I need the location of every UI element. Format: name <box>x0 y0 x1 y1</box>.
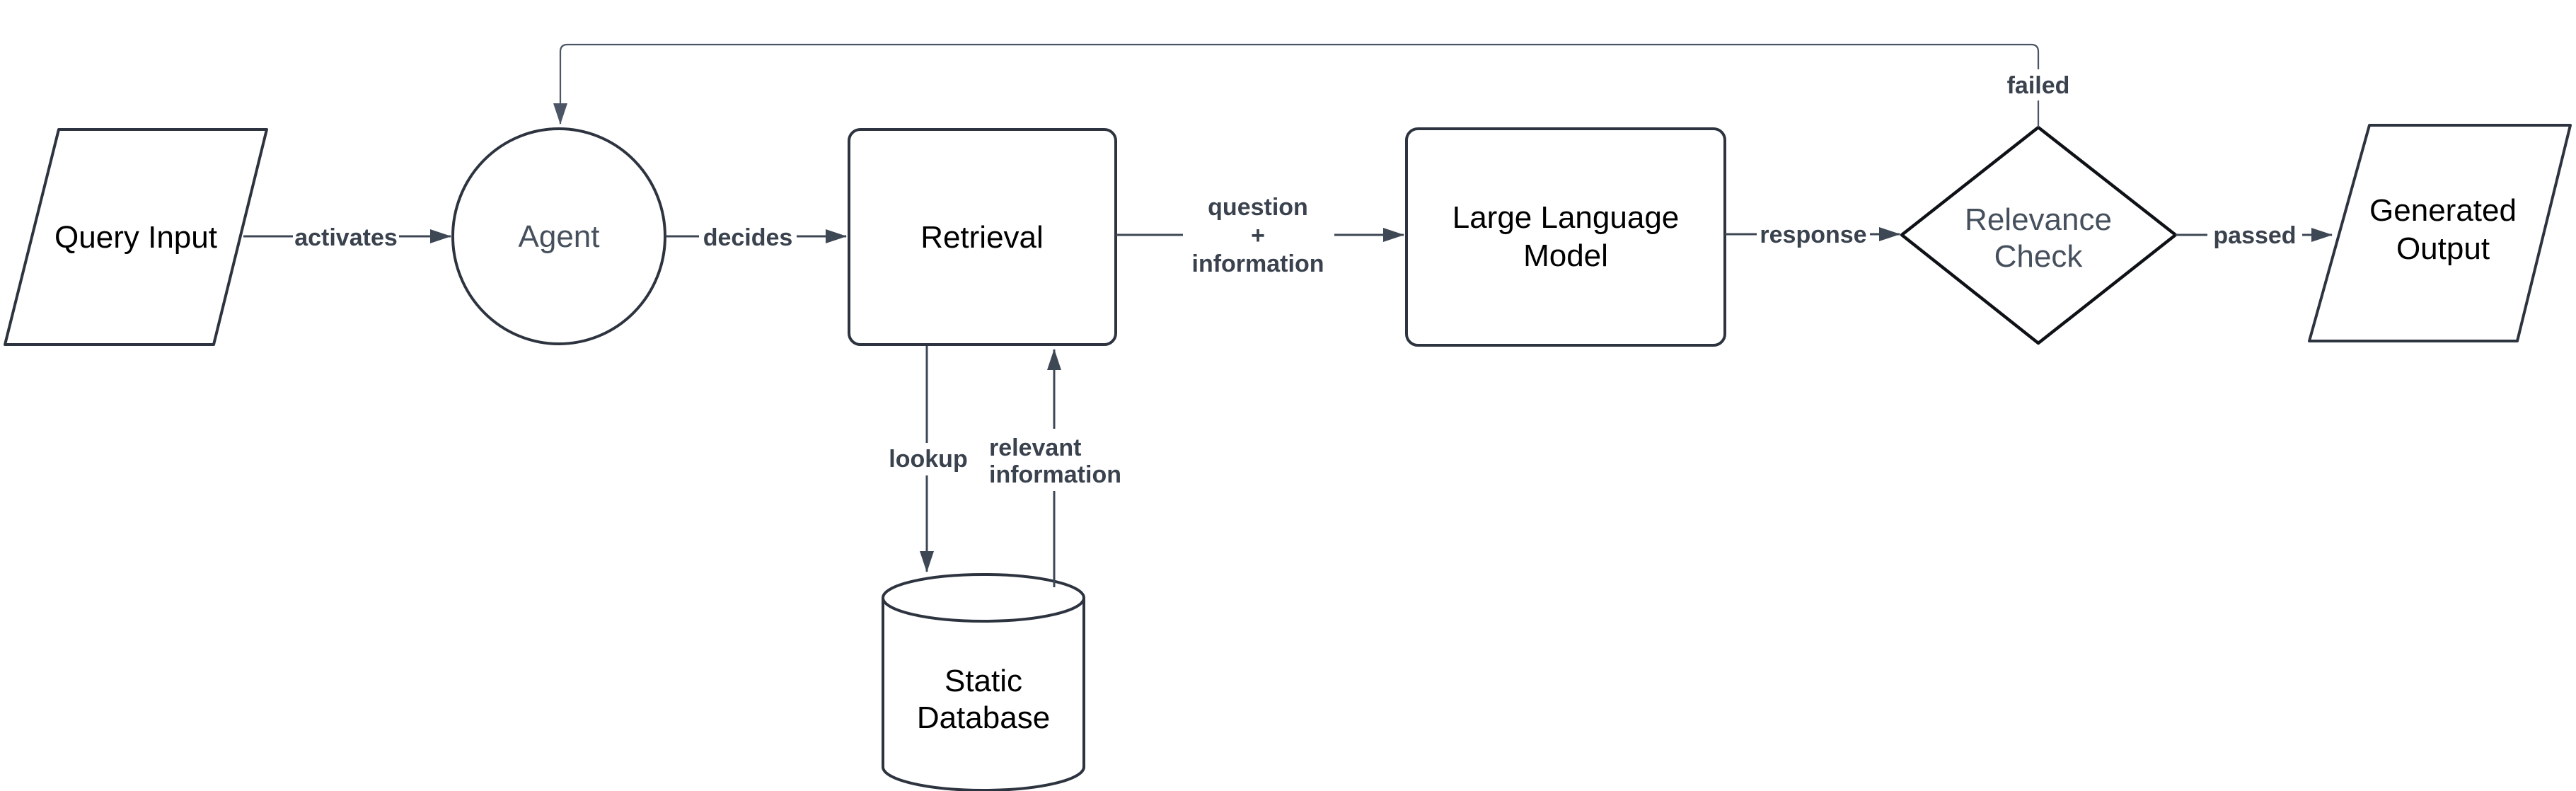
node-agent <box>451 127 666 345</box>
activates-label: activates <box>294 224 398 251</box>
passed-label: passed <box>2213 222 2296 249</box>
node-large-language-model <box>1405 127 1726 347</box>
database-cylinder-body <box>882 598 1085 791</box>
generated-output-label-line1: Generated <box>2369 193 2517 228</box>
relevant-information-label-line2: information <box>989 461 1121 488</box>
static-database-label-line1: Static <box>945 664 1022 698</box>
response-label: response <box>1760 221 1866 248</box>
static-database-label-line2: Database <box>917 700 1050 735</box>
database-cylinder-top <box>882 573 1085 623</box>
agent-label: Agent <box>519 219 600 254</box>
decides-label-bg <box>699 221 797 253</box>
failed-label-bg <box>2001 69 2076 100</box>
llm-label-line2: Model <box>1523 238 1608 273</box>
query-input-label: Query Input <box>54 220 217 255</box>
question-information-label-line2: + <box>1251 222 1265 249</box>
node-static-database <box>882 573 1085 791</box>
relevant-information-label-line1: relevant <box>989 434 1081 461</box>
lookup-label-bg <box>883 443 974 475</box>
question-information-label-line1: question <box>1208 194 1308 221</box>
query-input-parallelogram <box>4 128 268 346</box>
retrieval-label: Retrieval <box>920 220 1044 255</box>
response-label-bg <box>1757 219 1870 250</box>
failed-label: failed <box>2007 72 2070 99</box>
llm-label-line1: Large Language <box>1452 200 1680 235</box>
relevance-check-label-line1: Relevance <box>1965 202 2112 237</box>
passed-label-bg <box>2207 219 2302 250</box>
relevance-check-diamond <box>1900 125 2178 345</box>
generated-output-parallelogram <box>2308 124 2572 342</box>
question-information-label-bg <box>1183 191 1334 280</box>
node-query-input <box>4 128 268 346</box>
node-generated-output <box>2308 124 2572 342</box>
generated-output-label-line2: Output <box>2396 231 2490 266</box>
decides-label: decides <box>703 224 793 251</box>
lookup-label: lookup <box>889 446 967 473</box>
edge-failed-feedback-arrow <box>553 43 2040 127</box>
relevance-check-label-line2: Check <box>1994 239 2084 274</box>
relevant-information-label-bg <box>983 429 1125 491</box>
activates-label-bg <box>293 221 399 253</box>
question-information-label-line3: information <box>1192 250 1324 277</box>
node-relevance-check <box>1900 125 2178 345</box>
agent-circle <box>451 127 666 345</box>
node-retrieval <box>848 128 1117 346</box>
retrieval-rectangle <box>848 128 1117 346</box>
llm-rectangle <box>1405 127 1726 347</box>
